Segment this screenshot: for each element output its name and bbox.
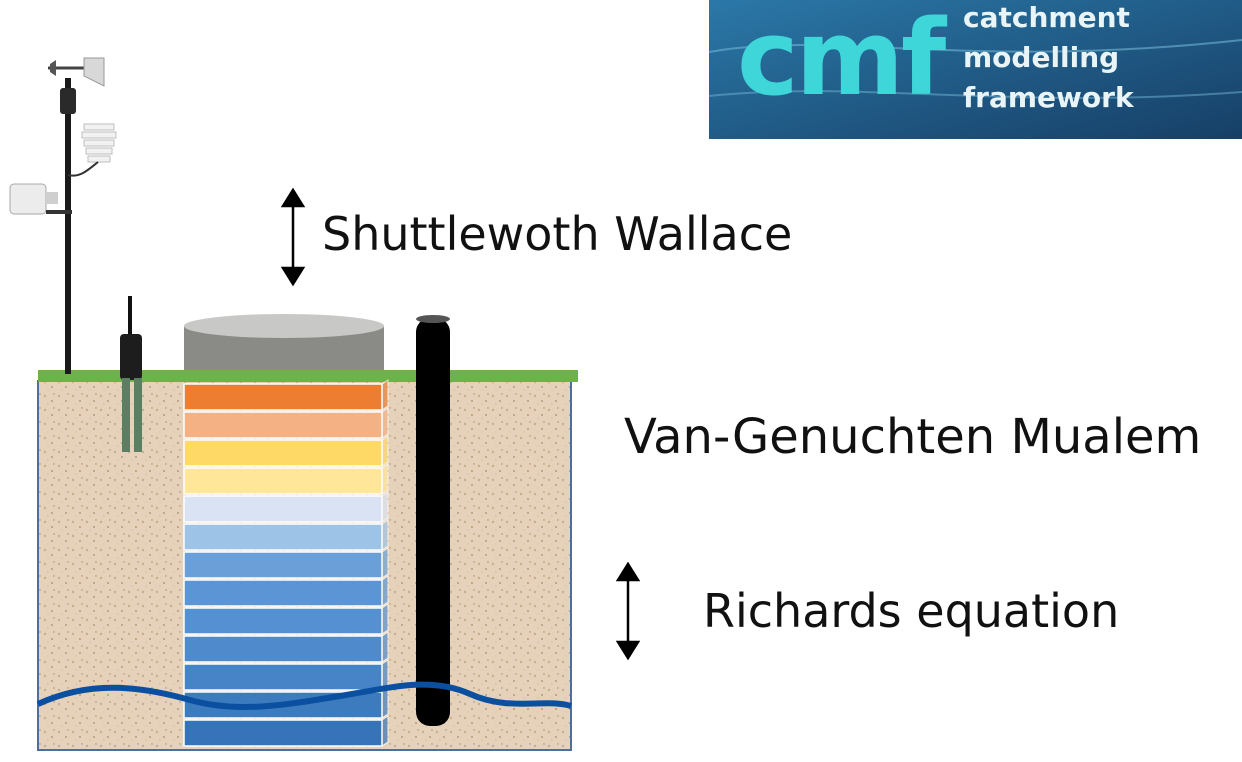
soil-moisture-sensor-icon: [120, 296, 142, 452]
piezometer-tube-icon: [416, 315, 450, 726]
logo-background: [709, 0, 1242, 139]
soil-layer: [183, 631, 389, 663]
logo-mark: cmf: [737, 0, 946, 119]
grass-surface: [38, 370, 578, 382]
soil-layer: [183, 715, 389, 747]
cmf-logo: cmf catchment modelling framework: [709, 0, 1242, 139]
logo-text-line-3: framework: [963, 81, 1134, 114]
soil-layer: [183, 547, 389, 579]
soil-layer: [183, 659, 389, 691]
weather-station-icon: [9, 57, 117, 374]
soil-layer-stack: [183, 379, 389, 747]
logo-text-line-2: modelling: [963, 41, 1120, 74]
groundwater-line: [36, 681, 572, 710]
soil-layer: [183, 407, 389, 439]
label-van-genuchten-mualem: Van-Genuchten Mualem: [624, 409, 1202, 465]
double-arrow-icon: [615, 561, 641, 661]
label-shuttleworth-wallace: Shuttlewoth Wallace: [322, 207, 793, 261]
lysimeter-icon: [184, 314, 384, 370]
soil-layer: [183, 435, 389, 467]
soil-layer: [183, 491, 389, 523]
soil-layer: [183, 575, 389, 607]
soil-layer: [183, 603, 389, 635]
double-arrow-icon: [280, 187, 306, 287]
soil-layer: [183, 519, 389, 551]
logo-text-line-1: catchment: [963, 1, 1130, 34]
label-richards-equation: Richards equation: [703, 584, 1120, 638]
soil-layer: [183, 379, 389, 411]
soil-layer: [183, 463, 389, 495]
